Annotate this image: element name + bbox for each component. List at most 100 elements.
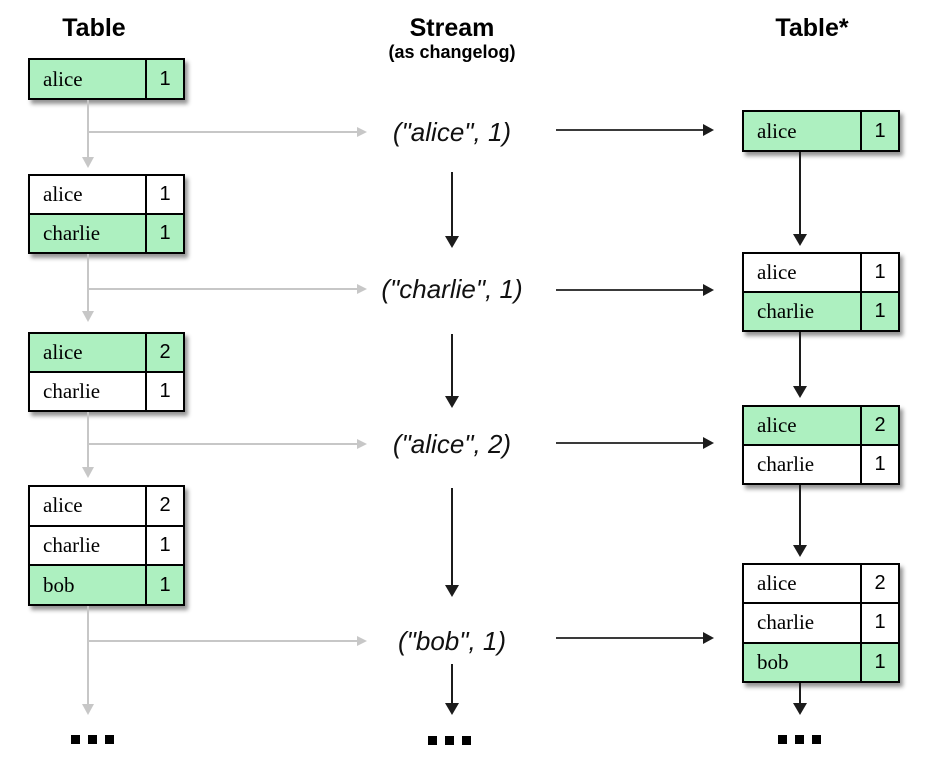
key-cell: charlie [43, 533, 101, 557]
left-table-state-4: alice 2 charlie 1 bob 1 [28, 485, 185, 606]
ellipsis-dot [428, 736, 437, 745]
stream-to-table-arrowhead [703, 437, 714, 449]
right-table-state-1: alice 1 [742, 110, 900, 152]
stream-sequence-line [451, 488, 453, 585]
value-cell: 1 [860, 643, 898, 681]
table-row: charlie 1 [30, 213, 183, 252]
right-table-state-2: alice 1 charlie 1 [742, 252, 900, 332]
table-row: charlie 1 [744, 602, 898, 642]
table-to-stream-line [88, 288, 357, 290]
table-row: alice 1 [30, 60, 183, 98]
ellipsis-dot [462, 736, 471, 745]
stream-to-table-line [556, 129, 703, 131]
ellipsis-dot [778, 735, 787, 744]
column-header-stream: Stream (as changelog) [352, 14, 552, 63]
stream-sequence-arrowhead [445, 703, 459, 715]
table-star-sequence-arrowhead [793, 703, 807, 715]
stream-to-table-line [556, 442, 703, 444]
right-table-state-4: alice 2 charlie 1 bob 1 [742, 563, 900, 683]
value-cell: 2 [860, 565, 898, 603]
table-row: alice 2 [744, 565, 898, 603]
ellipsis [71, 735, 114, 744]
table-sequence-arrowhead [82, 311, 94, 322]
table-to-stream-arrowhead [357, 127, 367, 137]
table-star-sequence-line [799, 152, 801, 234]
stream-sequence-line [451, 664, 453, 703]
stream-sequence-line [451, 334, 453, 396]
table-row: alice 1 [744, 254, 898, 291]
key-cell: alice [757, 118, 797, 143]
table-to-stream-line [88, 640, 357, 642]
left-table-state-3: alice 2 charlie 1 [28, 332, 185, 412]
table-star-sequence-arrowhead [793, 545, 807, 557]
key-cell: alice [757, 413, 797, 437]
stream-to-table-line [556, 289, 703, 291]
value-cell: 1 [860, 604, 898, 642]
value-cell: 2 [145, 487, 183, 525]
table-row: charlie 1 [30, 371, 183, 410]
table-row: alice 2 [744, 407, 898, 444]
table-to-stream-arrowhead [357, 284, 367, 294]
ellipsis [428, 736, 471, 745]
stream-to-table-line [556, 637, 703, 639]
key-cell: alice [757, 260, 797, 284]
table-sequence-line [87, 100, 89, 157]
table-row: alice 2 [30, 334, 183, 371]
stream-to-table-arrowhead [703, 632, 714, 644]
stream-sequence-arrowhead [445, 585, 459, 597]
table-star-sequence-line [799, 683, 801, 703]
table-star-sequence-line [799, 332, 801, 386]
table-sequence-arrowhead [82, 467, 94, 478]
left-table-state-2: alice 1 charlie 1 [28, 174, 185, 254]
right-table-state-3: alice 2 charlie 1 [742, 405, 900, 485]
value-cell: 1 [860, 112, 898, 150]
column-title: Table* [775, 14, 849, 42]
value-cell: 1 [145, 566, 183, 605]
stream-record-2: ("charlie", 1) [381, 274, 523, 304]
value-cell: 1 [145, 176, 183, 213]
key-cell: alice [43, 340, 83, 364]
table-row: alice 1 [30, 176, 183, 213]
table-to-stream-arrowhead [357, 636, 367, 646]
key-cell: bob [757, 649, 789, 674]
table-row: alice 2 [30, 487, 183, 525]
ellipsis-dot [445, 736, 454, 745]
value-cell: 1 [860, 293, 898, 330]
left-table-state-1: alice 1 [28, 58, 185, 100]
table-row: bob 1 [30, 564, 183, 605]
table-row: charlie 1 [744, 291, 898, 330]
stream-sequence-line [451, 172, 453, 236]
key-cell: bob [43, 572, 75, 597]
key-cell: charlie [757, 452, 815, 476]
value-cell: 1 [860, 446, 898, 483]
table-to-stream-arrowhead [357, 439, 367, 449]
value-cell: 1 [860, 254, 898, 291]
table-to-stream-line [88, 443, 357, 445]
key-cell: charlie [757, 610, 815, 635]
table-sequence-line [87, 412, 89, 467]
table-sequence-arrowhead [82, 157, 94, 168]
stream-sequence-arrowhead [445, 396, 459, 408]
key-cell: alice [43, 493, 83, 518]
table-to-stream-line [88, 131, 357, 133]
table-star-sequence-arrowhead [793, 234, 807, 246]
ellipsis-dot [795, 735, 804, 744]
value-cell: 1 [145, 526, 183, 565]
key-cell: charlie [43, 221, 101, 245]
table-star-sequence-line [799, 485, 801, 545]
table-sequence-arrowhead [82, 704, 94, 715]
key-cell: alice [757, 571, 797, 596]
table-row: charlie 1 [744, 444, 898, 483]
table-sequence-line [87, 254, 89, 311]
column-title: Stream [409, 14, 495, 42]
stream-to-table-arrowhead [703, 284, 714, 296]
value-cell: 2 [145, 334, 183, 371]
stream-record-4: ("bob", 1) [397, 626, 507, 656]
column-subtitle: (as changelog) [388, 42, 516, 62]
ellipsis-dot [88, 735, 97, 744]
key-cell: charlie [43, 379, 101, 403]
value-cell: 1 [145, 215, 183, 252]
table-row: charlie 1 [30, 524, 183, 565]
table-star-sequence-arrowhead [793, 386, 807, 398]
